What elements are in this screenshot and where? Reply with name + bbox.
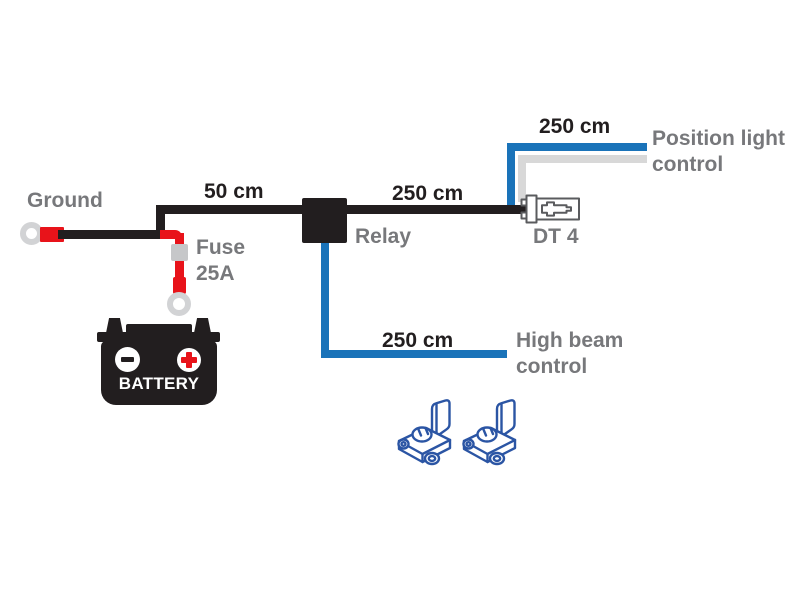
high-beam-control-label: High beam control xyxy=(516,329,624,378)
relay-wire-length-label: 250 cm xyxy=(392,182,464,205)
quick-splice-connector-icon xyxy=(397,399,452,466)
position-light-wire-blue-vertical xyxy=(507,147,515,206)
position-wire-length-label: 250 cm xyxy=(539,115,611,138)
fuse-label: Fuse 25A xyxy=(196,236,246,285)
ground-wire-length-label: 50 cm xyxy=(204,180,264,203)
dt4-label: DT 4 xyxy=(533,225,579,248)
fuse-block-icon xyxy=(171,244,188,261)
position-light-wire-gray-vertical xyxy=(518,159,526,202)
position-light-wire-gray-horizontal xyxy=(518,155,647,163)
highbeam-wire-length-label: 250 cm xyxy=(382,329,454,352)
battery-ring-terminal-icon xyxy=(167,292,191,316)
quick-splice-connector-icon xyxy=(462,399,517,466)
ground-label: Ground xyxy=(27,189,103,212)
relay-label: Relay xyxy=(355,225,412,248)
battery-label: BATTERY xyxy=(118,374,200,393)
junction-wire-black-vertical xyxy=(156,205,165,239)
ground-wire-black xyxy=(58,230,168,239)
high-beam-wire-blue-vertical xyxy=(321,243,329,358)
high-beam-wire-blue-horizontal xyxy=(321,350,507,358)
position-light-wire-blue-horizontal xyxy=(507,143,647,151)
fuse-wire-red-elbow xyxy=(160,230,182,239)
relay-box xyxy=(302,198,347,243)
position-light-control-label: Position light control xyxy=(652,127,785,176)
battery-crimp-red xyxy=(173,277,186,294)
dt4-connector-icon xyxy=(520,194,580,224)
